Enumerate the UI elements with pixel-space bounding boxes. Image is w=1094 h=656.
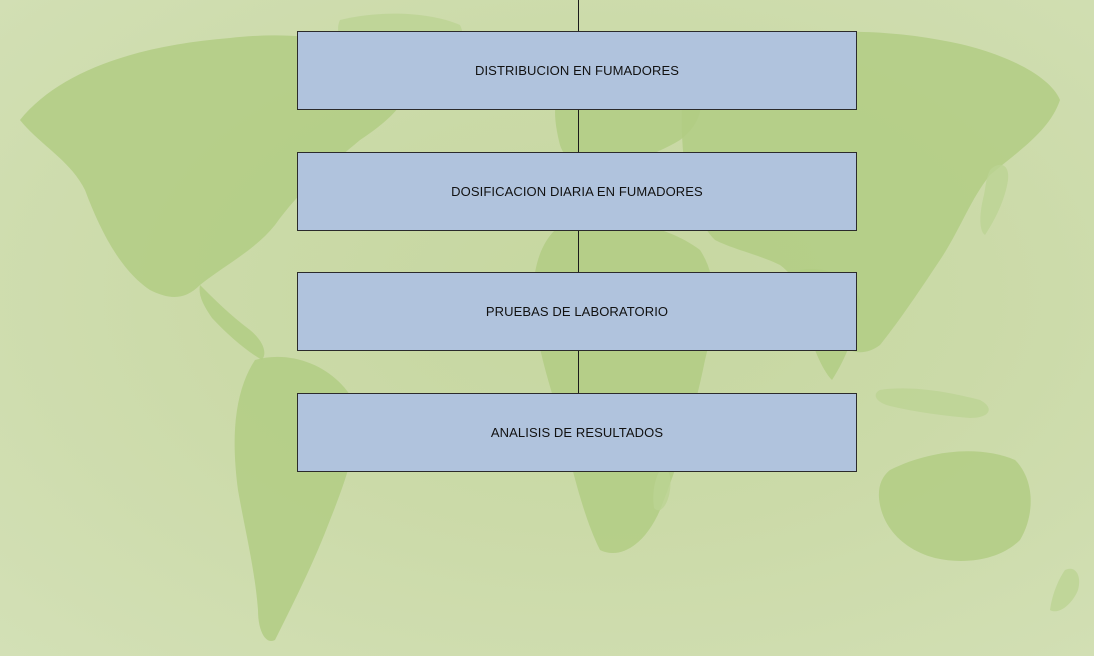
new-zealand-shape xyxy=(1050,568,1080,612)
japan-shape xyxy=(980,164,1009,235)
connector-3-4 xyxy=(578,351,579,393)
madagascar-shape xyxy=(653,468,671,511)
step-label: PRUEBAS DE LABORATORIO xyxy=(485,304,669,319)
step-box-daily-dosing: DOSIFICACION DIARIA EN FUMADORES xyxy=(297,152,857,231)
connector-1-2 xyxy=(578,110,579,152)
indonesia-shape xyxy=(875,388,989,418)
central-america-shape xyxy=(199,285,265,360)
step-label: DOSIFICACION DIARIA EN FUMADORES xyxy=(451,184,703,199)
step-box-lab-tests: PRUEBAS DE LABORATORIO xyxy=(297,272,857,351)
connector-top xyxy=(578,0,579,31)
australia-shape xyxy=(878,451,1031,561)
step-box-distribution: DISTRIBUCION EN FUMADORES xyxy=(297,31,857,110)
step-box-results-analysis: ANALISIS DE RESULTADOS xyxy=(297,393,857,472)
asia-shape xyxy=(681,31,1060,353)
step-label: DISTRIBUCION EN FUMADORES xyxy=(474,63,679,78)
connector-2-3 xyxy=(578,231,579,272)
step-label: ANALISIS DE RESULTADOS xyxy=(490,425,664,440)
